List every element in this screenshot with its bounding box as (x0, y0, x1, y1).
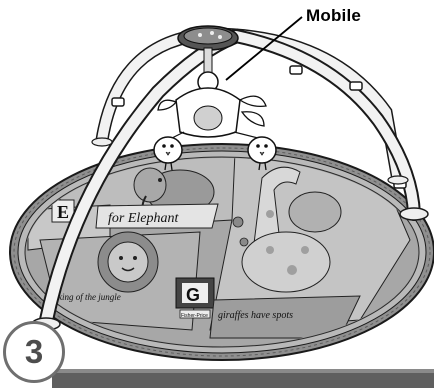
mat-letter-e: E (57, 202, 69, 222)
mobile-callout-leader (225, 16, 303, 81)
mobile-callout-label: Mobile (306, 6, 362, 25)
footer-rule (52, 373, 434, 388)
mat-text: E for Elephant G giraffes have spots kin… (57, 202, 293, 321)
mat-caption-jungle: king of the jungle (58, 292, 121, 302)
step-number: 3 (24, 333, 44, 370)
mat-letter-g: G (186, 285, 200, 305)
footer-rule-highlight (52, 369, 434, 373)
mobile-toy (153, 25, 277, 171)
step-number-badge: 3 (3, 321, 65, 383)
mat-brand-tag: Fisher-Price (181, 313, 208, 319)
mat-caption-giraffe: giraffes have spots (218, 310, 293, 321)
mat-caption-elephant: for Elephant (108, 211, 179, 226)
